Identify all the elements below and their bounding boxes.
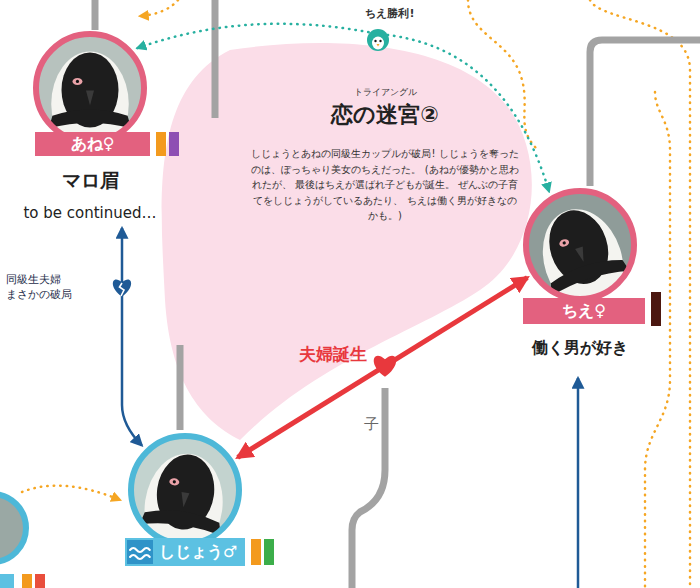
photo-ring (131, 436, 239, 544)
partial-penguin-circle (0, 494, 26, 562)
penguin-node: あね♀マロ眉to be continued… (33, 31, 147, 145)
penguin-beak (86, 91, 94, 106)
penguin-icon-face (372, 37, 384, 50)
name-tag: ちえ♀ (523, 298, 645, 324)
color-bar (651, 292, 661, 326)
caption-box: 働く男が好き (453, 338, 700, 357)
region-title: 恋の迷宮② (235, 102, 535, 127)
penguin-icon-eye (374, 40, 376, 42)
edge-label: 同級生夫婦 まさかの破局 (6, 273, 106, 303)
wave-icon-waves (130, 548, 150, 559)
photo-circle (128, 433, 242, 547)
photo-circle (523, 188, 637, 302)
node-caption: 働く男が好き (532, 338, 628, 357)
region-body: しじょうとあねの同級生カップルが破局! しじょうを奪ったのは、ぽっちゃり美女のち… (250, 146, 520, 224)
caption-box: マロ眉 (0, 169, 217, 192)
victory-label: ちえ勝利! (365, 7, 414, 20)
orange-dotted-line (645, 92, 670, 588)
penguin-node: しじょう♂ (128, 433, 242, 547)
marriage-arrow (238, 278, 528, 458)
penguin-eye-patch (558, 238, 570, 248)
edge-label-text: 夫婦誕生 (299, 344, 367, 364)
free-label: 子 (362, 414, 380, 434)
family-arrow (577, 378, 580, 588)
orange-dotted-arrow (140, 0, 178, 16)
photo-circle (33, 31, 147, 145)
color-bar (264, 539, 274, 565)
color-bar (251, 539, 261, 565)
child-label: 子 (364, 415, 379, 433)
free-label: ちえ勝利! (342, 2, 438, 21)
child-line (352, 388, 385, 588)
node-caption: マロ眉 (62, 169, 119, 191)
color-bar (22, 574, 32, 588)
story-region: トライアングル恋の迷宮② しじょうとあねの同級生カップルが破局! しじょうを奪った… (150, 35, 550, 445)
penguin-photo (128, 433, 242, 564)
broken-heart-crack (120, 283, 125, 296)
node-name: あね♀ (71, 136, 115, 152)
broken-heart (113, 280, 131, 297)
penguin-eye-patch (72, 78, 82, 85)
title-ruby: トライアングル (235, 87, 535, 98)
penguin-icon (367, 29, 389, 51)
family-tree-line (92, 0, 99, 30)
wave-icon (127, 540, 153, 564)
penguin-eye (76, 80, 79, 83)
name-tag: しじょう♂ (125, 538, 245, 566)
name-tag: あね♀ (35, 132, 150, 156)
penguin-band (546, 253, 630, 296)
node-name: しじょう♂ (159, 544, 237, 560)
rivalry-arrow (138, 24, 550, 192)
family-tree-line (212, 0, 219, 118)
penguin-icon-eye (379, 40, 381, 42)
orange-dotted-arrow (22, 486, 120, 500)
penguin-band (49, 109, 131, 128)
family-tree-line (590, 40, 700, 186)
family-tree-line (177, 345, 184, 430)
edge-label-text: 同級生夫婦 まさかの破局 (6, 273, 72, 301)
edge-label: 夫婦誕生 (299, 344, 367, 364)
penguin-icon-beak (377, 44, 380, 47)
color-bar (35, 574, 45, 588)
breakup-arrow (122, 228, 142, 446)
wave-icon-ground (127, 540, 153, 564)
marriage-heart (374, 356, 396, 377)
photo-ring (526, 191, 634, 299)
penguin-beak (575, 247, 587, 264)
partial-tag (0, 574, 14, 588)
color-bar (156, 132, 166, 156)
caption-box: to be continued… (0, 203, 217, 222)
region-shape (150, 35, 550, 445)
penguin-node: ちえ♀働く男が好き (523, 188, 637, 302)
penguin-eye-patch (169, 478, 180, 486)
penguin-eye (562, 241, 566, 245)
color-bar (169, 132, 179, 156)
node-name: ちえ♀ (562, 303, 606, 319)
region-text-box: しじょうとあねの同級生カップルが破局! しじょうを奪ったのは、ぽっちゃり美女のち… (250, 146, 520, 224)
node-caption: to be continued… (23, 204, 156, 222)
photo-ring (36, 34, 144, 142)
region-text-box: 恋の迷宮② (235, 102, 535, 127)
penguin-eye (173, 480, 177, 484)
region-text-box: トライアングル (235, 87, 535, 98)
penguin-beak (179, 492, 189, 508)
